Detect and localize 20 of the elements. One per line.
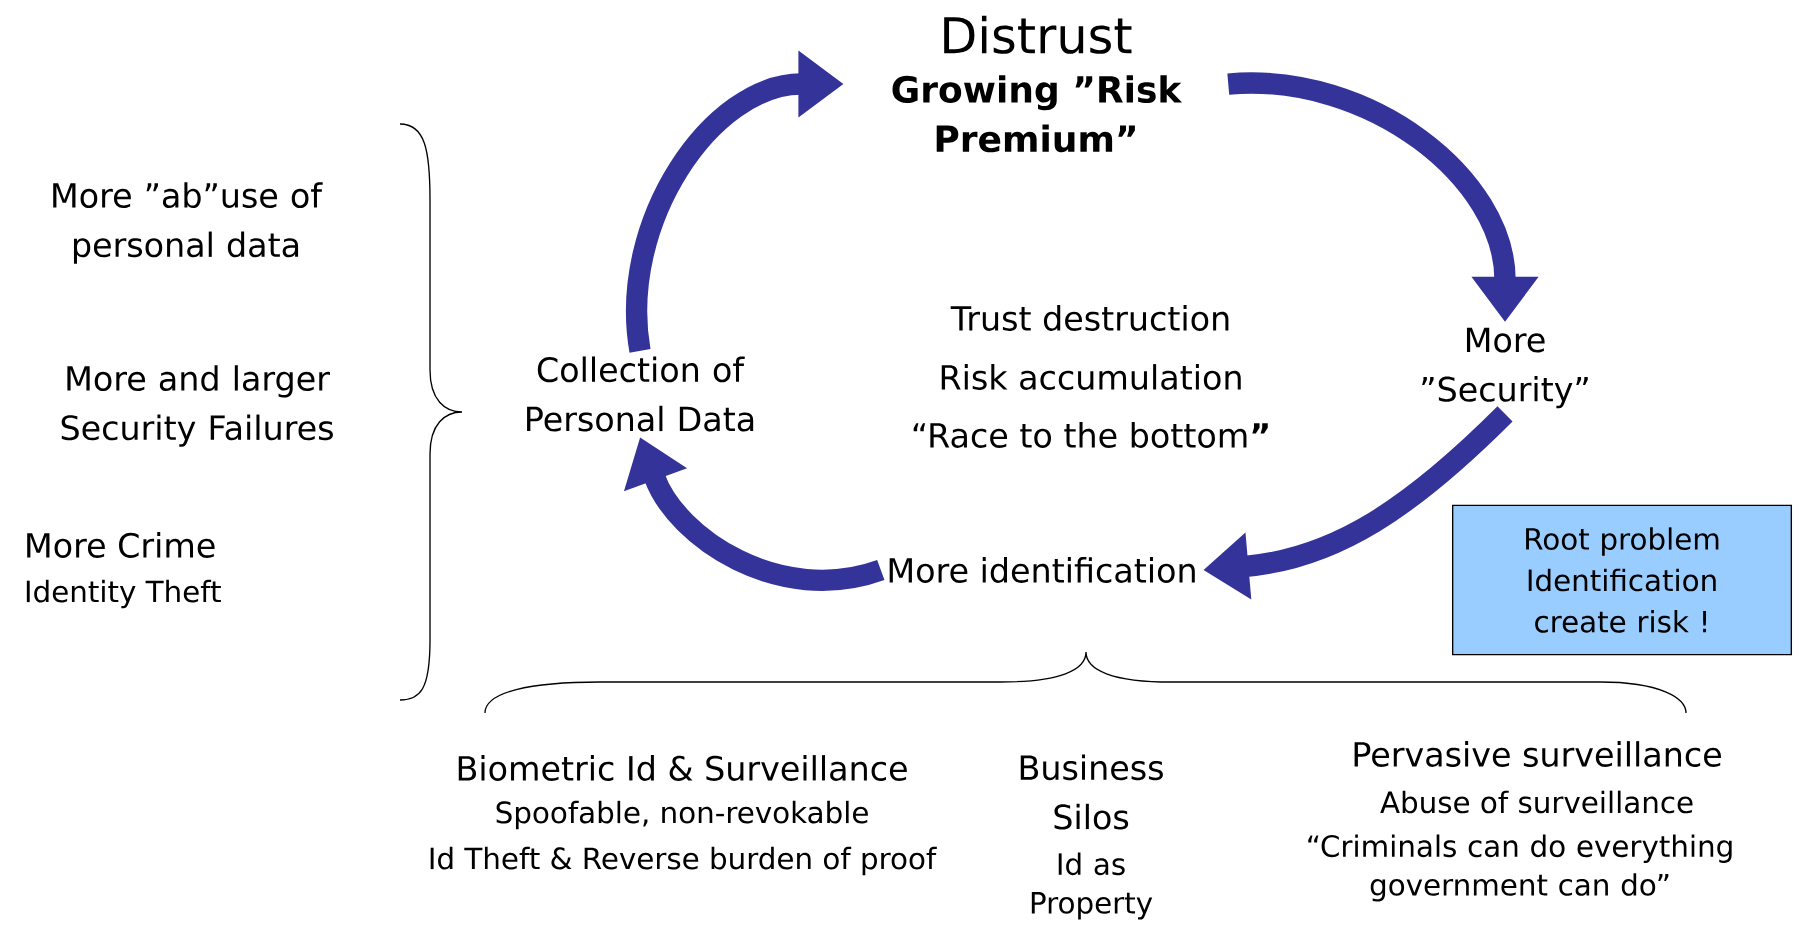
annotation-text: Biometric Id & Surveillance bbox=[458, 755, 907, 781]
annotation-text: Id Theft & Reverse burden of proof bbox=[430, 846, 937, 876]
annotation-text: More Crime bbox=[27, 532, 215, 558]
annotation-text: Spoofable, non-revokable bbox=[496, 800, 868, 830]
annotation-text: Business Silos bbox=[1020, 754, 1163, 830]
annotation-text: “Race to the bottom” bbox=[913, 422, 1268, 448]
annotation-text: Trust destruction bbox=[950, 305, 1229, 331]
annotation-text: Abuse of surveillance bbox=[1380, 790, 1693, 814]
annotation-text: “Criminals can do everything government can do” bbox=[1308, 834, 1732, 902]
cycle-stage-text: Collection of Personal Data bbox=[527, 356, 754, 432]
annotation-text: Pervasive surveillance bbox=[1354, 741, 1721, 767]
annotation-text: Identity Theft bbox=[26, 579, 221, 609]
callout-box: Root problem Identification create risk ! bbox=[1452, 504, 1792, 656]
annotation-text: More and larger Security Failures bbox=[61, 365, 333, 447]
annotation-text: More ”ab”use of personal data bbox=[53, 182, 323, 264]
cycle-stage-text: Distrust Growing ”Risk Premium” bbox=[892, 15, 1183, 153]
cycle-stage-text: More ”Security” bbox=[1422, 327, 1588, 409]
annotation-text: Risk accumulation bbox=[941, 364, 1241, 390]
cycle-stage-text: More identification bbox=[889, 557, 1195, 583]
annotation-text: Id as Property bbox=[1031, 852, 1153, 920]
